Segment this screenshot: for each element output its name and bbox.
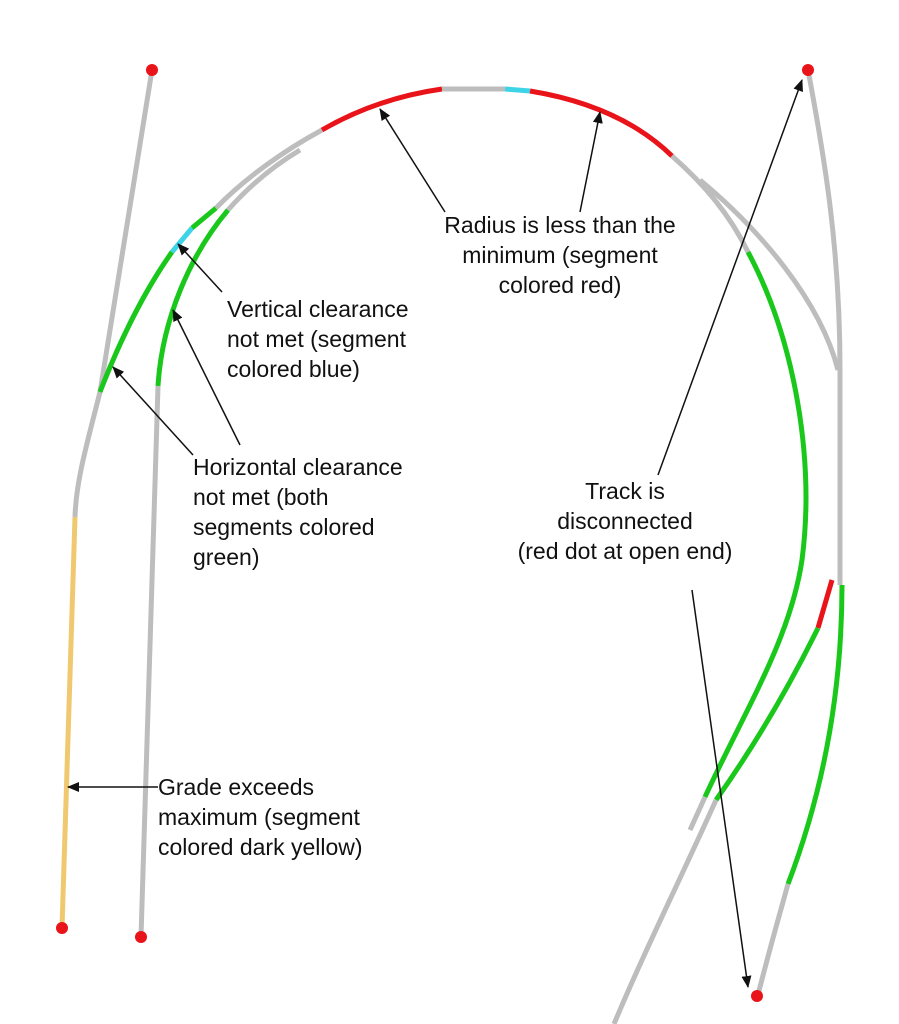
arrow-disconnected-top <box>657 79 803 476</box>
open-end-dot-bottom-left-outer <box>56 922 68 934</box>
arrow-radius-left <box>379 108 446 213</box>
open-end-dot-bottom-left-inner <box>135 931 147 943</box>
track-arc-top-blue <box>504 86 531 94</box>
arrow-radius-right <box>579 111 603 213</box>
track-right-lower-gray <box>755 883 791 996</box>
annotation-vertical-line-3: colored blue) <box>227 356 360 382</box>
open-end-dot-top-right <box>802 64 814 76</box>
annotation-horizontal-line-1: Horizontal clearance <box>193 454 403 480</box>
annotation-grade-line-1: Grade exceeds <box>158 774 314 800</box>
annotation-horizontal: Horizontal clearance not met (both segme… <box>193 452 403 572</box>
track-grade-segment <box>59 516 78 929</box>
arrow-horizontal-a <box>112 366 194 456</box>
annotation-vertical-line-1: Vertical clearance <box>227 296 409 322</box>
open-end-dot-top-left <box>146 64 158 76</box>
annotation-radius-line-2: minimum (segment <box>462 242 658 268</box>
annotation-horizontal-line-4: green) <box>193 544 260 570</box>
track-left-outer-join <box>72 391 103 518</box>
annotation-disconnected: Track is disconnected (red dot at open e… <box>500 476 750 566</box>
track-left-branch-green-b <box>155 208 230 387</box>
annotation-horizontal-line-2: not met (both <box>193 484 329 510</box>
track-arc-right-gray <box>670 154 751 254</box>
track-bottom-exit-b <box>687 795 708 832</box>
track-left-branch-green-a2 <box>190 206 218 230</box>
track-left-inner-main <box>138 385 161 938</box>
track-arc-red-right <box>529 88 674 158</box>
track-right-green-inner <box>785 584 845 885</box>
annotation-horizontal-line-3: segments colored <box>193 514 375 540</box>
arrow-vertical <box>177 243 223 293</box>
track-left-branch-blue <box>170 226 194 254</box>
track-right-red-short <box>815 579 835 629</box>
track-arc-right-gray-b <box>698 178 841 371</box>
annotation-vertical-line-2: not met (segment <box>227 326 406 352</box>
annotation-grade: Grade exceeds maximum (segment colored d… <box>158 772 363 862</box>
arrow-disconnected-bottom <box>691 589 752 988</box>
track-arc-red-left <box>320 86 443 133</box>
annotation-disconnected-line-3: (red dot at open end) <box>517 538 733 564</box>
open-end-dot-bottom-right <box>751 990 763 1002</box>
track-right-green-long <box>702 250 809 799</box>
annotation-radius: Radius is less than the minimum (segment… <box>425 210 695 300</box>
track-arc-left-gray-b <box>226 147 302 212</box>
track-left-spur-top <box>97 69 155 393</box>
arrow-horizontal-b <box>172 309 241 446</box>
annotation-grade-line-3: colored dark yellow) <box>158 834 363 860</box>
annotation-vertical: Vertical clearance not met (segment colo… <box>227 294 409 384</box>
track-right-green-mid <box>713 626 821 802</box>
track-bottom-exit <box>611 798 719 1024</box>
track-left-branch-green-a <box>97 250 175 393</box>
annotation-radius-line-3: colored red) <box>498 272 622 298</box>
annotation-grade-line-2: maximum (segment <box>158 804 360 830</box>
annotation-disconnected-line-1: Track is <box>585 478 665 504</box>
annotation-radius-line-1: Radius is less than the <box>444 212 676 238</box>
annotation-disconnected-line-2: disconnected <box>557 508 693 534</box>
track-arc-left-gray <box>214 127 324 210</box>
track-right-spur <box>805 69 843 585</box>
